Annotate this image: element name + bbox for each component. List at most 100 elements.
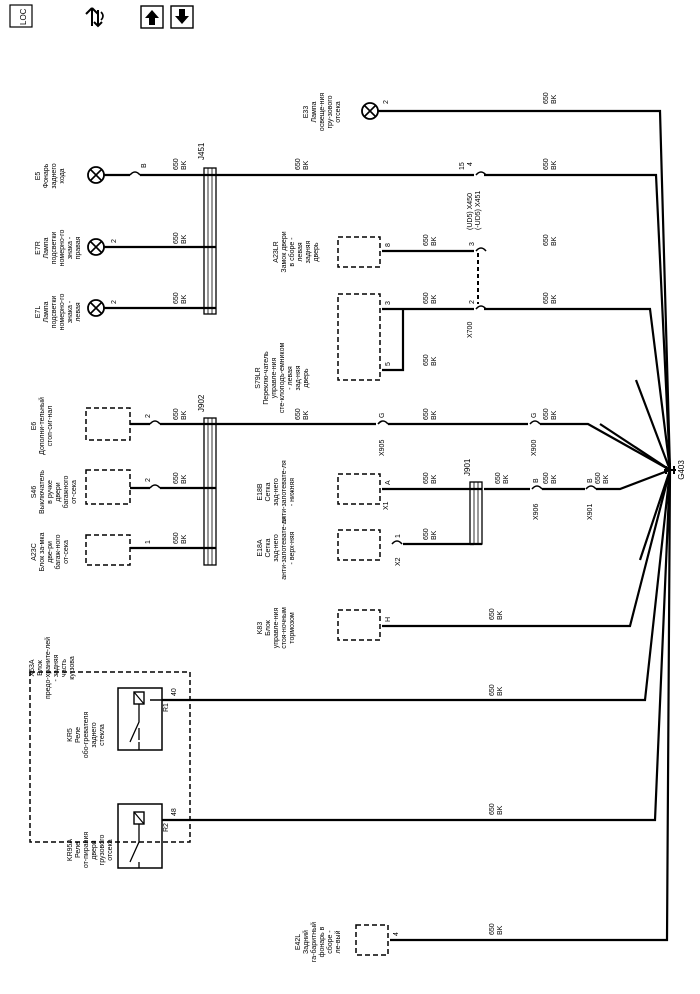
- wire-kr95a: [162, 469, 672, 822]
- svg-text:X901: X901: [587, 504, 594, 520]
- svg-text:15: 15: [459, 162, 466, 170]
- svg-text:650: 650: [543, 472, 550, 484]
- svg-text:B: B: [587, 478, 594, 483]
- locator-icon[interactable]: LOC: [9, 4, 33, 28]
- box-s46: [85, 469, 131, 505]
- svg-text:BK: BK: [181, 474, 188, 484]
- component-label-s46: S46Выключательв ручкедверибагажногоот-се…: [31, 470, 78, 514]
- svg-text:650: 650: [595, 472, 602, 484]
- svg-text:650: 650: [295, 158, 302, 170]
- svg-text:BK: BK: [503, 474, 510, 484]
- svg-text:650: 650: [423, 292, 430, 304]
- relay-kr5: [117, 687, 163, 751]
- svg-text:650: 650: [543, 292, 550, 304]
- svg-text:650: 650: [423, 408, 430, 420]
- component-label-k83: K83Блокуправле-ниястоя-ночнымтормозом: [257, 607, 296, 649]
- svg-text:H: H: [385, 617, 392, 622]
- svg-text:BK: BK: [431, 530, 438, 540]
- svg-text:X700: X700: [467, 322, 474, 338]
- ground-g403: G403: [664, 460, 686, 480]
- svg-text:X900: X900: [531, 440, 538, 456]
- svg-text:BK: BK: [181, 160, 188, 170]
- flow-icon[interactable]: [85, 7, 104, 28]
- page-down-arrow-icon[interactable]: [170, 5, 194, 29]
- wire-x700-gnd: [484, 307, 672, 471]
- pin-labels: 2 B 2 2 8 3 5 2 2 1 A 1 H 40 R1 48 R2 4 …: [111, 100, 594, 936]
- svg-text:2: 2: [145, 478, 152, 482]
- svg-text:650: 650: [295, 408, 302, 420]
- component-label-e18b: E18BСетказад-негоанти-запотевате-ля- ниж…: [257, 460, 296, 524]
- svg-text:650: 650: [543, 92, 550, 104]
- svg-text:B: B: [141, 163, 148, 168]
- svg-text:650: 650: [423, 528, 430, 540]
- svg-text:BK: BK: [497, 686, 504, 696]
- wire-kr5: [162, 469, 672, 702]
- wire-e42l: [390, 469, 672, 942]
- svg-text:650: 650: [495, 472, 502, 484]
- wires: [102, 109, 672, 942]
- box-a23lr: [337, 236, 381, 268]
- lamp-e7r: [87, 238, 105, 256]
- component-label-e7l: E7LЛампаподсветкиномерно-гознака -левая: [35, 294, 82, 331]
- svg-text:X906: X906: [533, 504, 540, 520]
- svg-text:BK: BK: [497, 805, 504, 815]
- svg-text:2: 2: [111, 239, 118, 243]
- svg-text:(-UD5) X451: (-UD5) X451: [475, 191, 482, 230]
- box-e18b: [337, 473, 381, 505]
- svg-text:650: 650: [173, 408, 180, 420]
- component-label-e7r: E7RЛампаподсветкиномерно-гознака -правая: [35, 230, 82, 267]
- page-up-arrow-icon[interactable]: [140, 5, 164, 29]
- connector-labels: (UD5) X450 (-UD5) X451 X700 X905 X900 X9…: [379, 191, 594, 566]
- svg-text:BK: BK: [181, 294, 188, 304]
- svg-text:BK: BK: [431, 410, 438, 420]
- svg-text:650: 650: [173, 158, 180, 170]
- wire-k83: [382, 469, 672, 628]
- splice-j902: J902: [197, 394, 217, 566]
- svg-text:BK: BK: [551, 294, 558, 304]
- box-e18a: [337, 529, 381, 561]
- svg-text:650: 650: [423, 472, 430, 484]
- svg-text:650: 650: [423, 354, 430, 366]
- svg-text:650: 650: [173, 532, 180, 544]
- ground-label: G403: [677, 460, 686, 480]
- svg-text:X905: X905: [379, 440, 386, 456]
- svg-text:650: 650: [173, 292, 180, 304]
- svg-text:48: 48: [171, 808, 178, 816]
- svg-text:2: 2: [111, 300, 118, 304]
- lamp-e33: [361, 102, 379, 120]
- svg-text:BK: BK: [497, 610, 504, 620]
- box-a23c: [85, 534, 131, 566]
- svg-text:2: 2: [469, 300, 476, 304]
- svg-text:650: 650: [489, 684, 496, 696]
- lamp-e7l: [87, 299, 105, 317]
- svg-text:650: 650: [543, 408, 550, 420]
- box-s79lr: [337, 293, 381, 381]
- component-label-e5: E5Фонарьзаднегохода: [35, 163, 66, 188]
- component-labels: E33Лампаосвеще-ниягру-зовогоотсекаE5Фона…: [29, 93, 342, 962]
- svg-text:40: 40: [171, 688, 178, 696]
- splice-j901: J901: [463, 458, 483, 545]
- svg-text:2: 2: [383, 100, 390, 104]
- svg-text:4: 4: [467, 162, 474, 166]
- svg-text:X1: X1: [383, 501, 390, 510]
- box-e42l: [355, 924, 389, 956]
- component-label-kr5: KR5Релеобо-гревателязаднегостекла: [67, 712, 106, 759]
- svg-text:3: 3: [469, 242, 476, 246]
- svg-text:BK: BK: [603, 474, 610, 484]
- svg-text:BK: BK: [181, 234, 188, 244]
- svg-text:2: 2: [145, 414, 152, 418]
- svg-text:4: 4: [393, 932, 400, 936]
- wire-x901-gnd: [596, 468, 671, 491]
- svg-text:3: 3: [385, 301, 392, 305]
- svg-text:BK: BK: [431, 474, 438, 484]
- svg-text:R1: R1: [163, 703, 170, 712]
- svg-text:BK: BK: [431, 236, 438, 246]
- svg-text:BK: BK: [497, 925, 504, 935]
- loc-icon-text: LOC: [19, 8, 28, 25]
- svg-text:BK: BK: [431, 294, 438, 304]
- lamp-e5: [87, 166, 105, 184]
- svg-text:BK: BK: [181, 534, 188, 544]
- svg-text:650: 650: [489, 608, 496, 620]
- svg-text:J451: J451: [197, 142, 206, 160]
